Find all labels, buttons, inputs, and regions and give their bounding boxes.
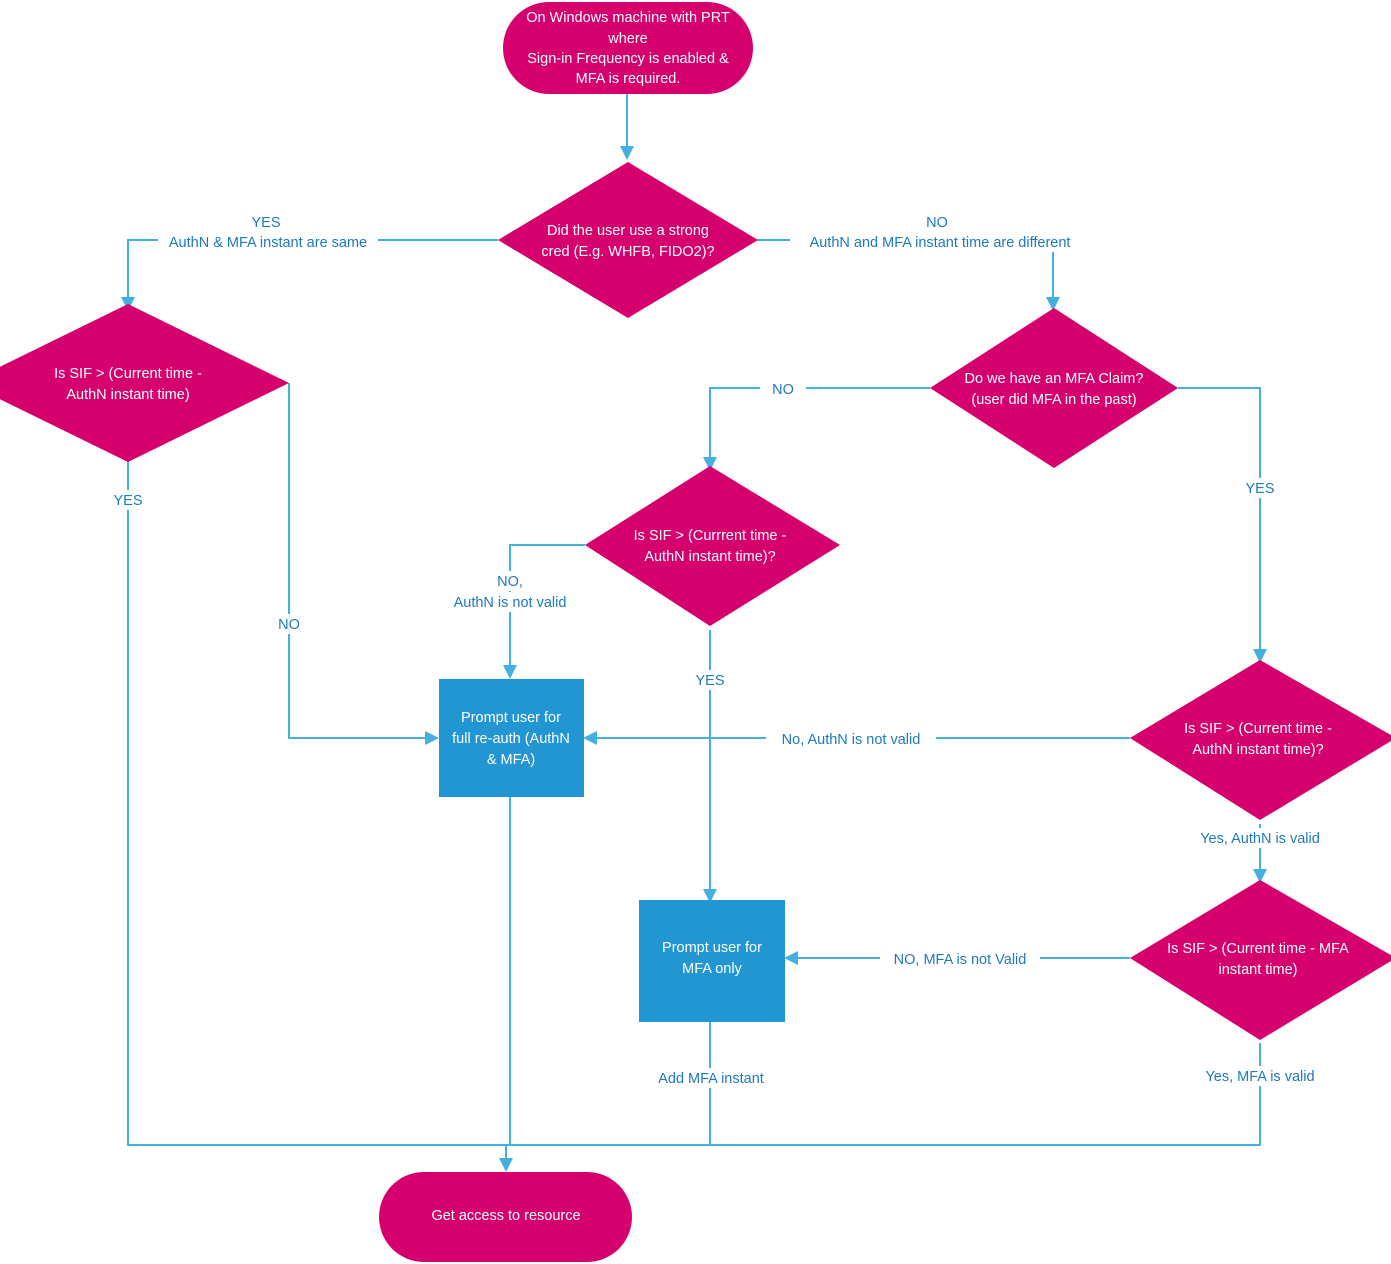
- arrowhead-left-sif-yes: [499, 1158, 513, 1172]
- label-bg-right-authn-no: [766, 729, 936, 749]
- label-bg-left-sif-no: [266, 614, 312, 634]
- node-sif-authn-middle-line-2: AuthN instant time)?: [644, 549, 775, 565]
- label-bg-middle-sif-yes: [686, 670, 734, 690]
- edge-middle-sif-no: [509, 544, 585, 668]
- node-mfa-claim-shape: [930, 308, 1178, 468]
- node-sif-authn-right-line-2: AuthN instant time)?: [1192, 742, 1323, 758]
- node-sif-authn-right[interactable]: Is SIF > (Current time - AuthN instant t…: [1130, 660, 1391, 820]
- edge-label-right-authn-yes: Yes, AuthN is valid: [1200, 831, 1320, 847]
- label-bg-middle-sif-no-l1: [486, 571, 534, 591]
- edge-left-sif-no: [288, 383, 428, 739]
- label-bg-left-sif-yes: [104, 490, 152, 510]
- arrowhead-right-mfa-no: [784, 951, 798, 965]
- node-full-reauth-line-3: & MFA): [487, 752, 535, 768]
- label-bg-right-authn-yes: [1185, 828, 1335, 848]
- node-mfa-only-line-1: Prompt user for: [662, 940, 762, 956]
- edge-label-mfa-claim-yes: YES: [1245, 481, 1274, 497]
- label-bg-strong-cred-yes-l2: [158, 232, 378, 252]
- edge-label-right-mfa-no: NO, MFA is not Valid: [894, 952, 1027, 968]
- edge-labels-layer: YES AuthN & MFA instant are same NO Auth…: [104, 212, 1335, 1088]
- arrowhead-strong-cred-no: [1046, 297, 1060, 311]
- label-bg-strong-cred-yes-l1: [238, 212, 294, 232]
- node-sif-mfa-right-line-1: Is SIF > (Current time - MFA: [1167, 941, 1349, 957]
- label-bg-middle-sif-no-l2: [434, 592, 586, 612]
- node-get-access[interactable]: Get access to resource: [379, 1172, 632, 1262]
- label-bg-mfa-claim-no: [760, 379, 806, 399]
- arrowhead-left-sif-no: [425, 731, 439, 745]
- node-mfa-only-line-2: MFA only: [682, 961, 742, 977]
- arrowhead-middle-sif-yes: [703, 889, 717, 903]
- arrowhead-mfa-claim-yes: [1253, 649, 1267, 663]
- node-sif-mfa-right[interactable]: Is SIF > (Current time - MFA instant tim…: [1130, 880, 1391, 1040]
- arrowhead-mfa-claim-no: [703, 457, 717, 471]
- edges-layer: [121, 93, 1267, 1172]
- node-strong-cred-line-1: Did the user use a strong: [547, 223, 709, 239]
- edge-label-left-sif-yes: YES: [113, 493, 142, 509]
- node-sif-authn-left-shape: [0, 304, 289, 462]
- node-sif-authn-right-shape: [1130, 660, 1391, 820]
- node-strong-cred-line-2: cred (E.g. WHFB, FIDO2)?: [541, 244, 714, 260]
- node-sif-authn-left-line-1: Is SIF > (Current time -: [54, 366, 202, 382]
- node-mfa-claim-line-2: (user did MFA in the past): [971, 392, 1136, 408]
- edge-label-middle-sif-yes: YES: [695, 673, 724, 689]
- arrowhead-middle-sif-no: [503, 665, 517, 679]
- node-start-line-3: Sign-in Frequency is enabled &: [527, 51, 729, 67]
- edge-label-middle-sif-no-line1: NO,: [497, 574, 523, 590]
- label-bg-right-mfa-yes: [1190, 1066, 1330, 1086]
- node-start[interactable]: On Windows machine with PRT where Sign-i…: [503, 2, 753, 94]
- label-bg-mfa-claim-yes: [1236, 478, 1284, 498]
- node-sif-mfa-right-shape: [1130, 880, 1391, 1040]
- label-bg-strong-cred-no-l2: [790, 232, 1090, 252]
- edge-label-strong-cred-no-line2: AuthN and MFA instant time are different: [810, 235, 1071, 251]
- edge-mfa-claim-no: [709, 387, 930, 460]
- node-sif-authn-left[interactable]: Is SIF > (Current time - AuthN instant t…: [0, 304, 289, 462]
- node-sif-mfa-right-line-2: instant time): [1219, 962, 1298, 978]
- node-full-reauth-line-1: Prompt user for: [461, 710, 561, 726]
- label-bg-strong-cred-no-l1: [910, 212, 964, 232]
- node-get-access-shape: [379, 1172, 632, 1262]
- node-full-reauth-line-2: full re-auth (AuthN: [452, 731, 570, 747]
- node-strong-cred-shape: [498, 162, 758, 318]
- arrowhead-right-authn-yes: [1253, 869, 1267, 883]
- edge-label-strong-cred-yes-line1: YES: [251, 215, 280, 231]
- label-bg-add-mfa-instant: [645, 1068, 777, 1088]
- label-bg-right-mfa-no: [880, 949, 1040, 969]
- edge-label-strong-cred-yes-line2: AuthN & MFA instant are same: [169, 235, 367, 251]
- edge-label-right-authn-no: No, AuthN is not valid: [782, 732, 921, 748]
- edge-label-strong-cred-no-line1: NO: [926, 215, 948, 231]
- edge-mfa-claim-yes: [1178, 387, 1261, 652]
- edge-label-left-sif-no: NO: [278, 617, 300, 633]
- node-start-line-4: MFA is required.: [576, 71, 681, 87]
- arrowhead-right-authn-no: [583, 731, 597, 745]
- node-mfa-only-shape: [639, 900, 785, 1022]
- node-sif-authn-right-line-1: Is SIF > (Current time -: [1184, 721, 1332, 737]
- node-sif-authn-middle[interactable]: Is SIF > (Currrent time - AuthN instant …: [585, 466, 840, 626]
- node-sif-authn-middle-shape: [585, 466, 840, 626]
- node-strong-cred[interactable]: Did the user use a strong cred (E.g. WHF…: [498, 162, 758, 318]
- edge-label-right-mfa-yes: Yes, MFA is valid: [1205, 1069, 1314, 1085]
- edge-label-mfa-claim-no: NO: [772, 382, 794, 398]
- node-mfa-claim[interactable]: Do we have an MFA Claim? (user did MFA i…: [930, 308, 1178, 468]
- edge-label-add-mfa-instant: Add MFA instant: [658, 1071, 764, 1087]
- node-start-shape: [503, 2, 753, 94]
- node-start-line-2: where: [607, 31, 648, 47]
- node-start-line-1: On Windows machine with PRT: [526, 10, 730, 26]
- arrowhead-start-to-strong-cred: [620, 146, 634, 160]
- node-sif-authn-left-line-2: AuthN instant time): [66, 387, 189, 403]
- node-sif-authn-middle-line-1: Is SIF > (Currrent time -: [634, 528, 787, 544]
- node-mfa-only[interactable]: Prompt user for MFA only: [639, 900, 785, 1022]
- edge-left-sif-yes: [127, 460, 507, 1162]
- node-get-access-line-1: Get access to resource: [431, 1208, 580, 1224]
- node-mfa-claim-line-1: Do we have an MFA Claim?: [965, 371, 1144, 387]
- edge-right-mfa-yes: [506, 1043, 1261, 1146]
- node-full-reauth[interactable]: Prompt user for full re-auth (AuthN & MF…: [439, 679, 584, 797]
- edge-label-middle-sif-no-line2: AuthN is not valid: [454, 595, 567, 611]
- node-full-reauth-shape: [439, 679, 584, 797]
